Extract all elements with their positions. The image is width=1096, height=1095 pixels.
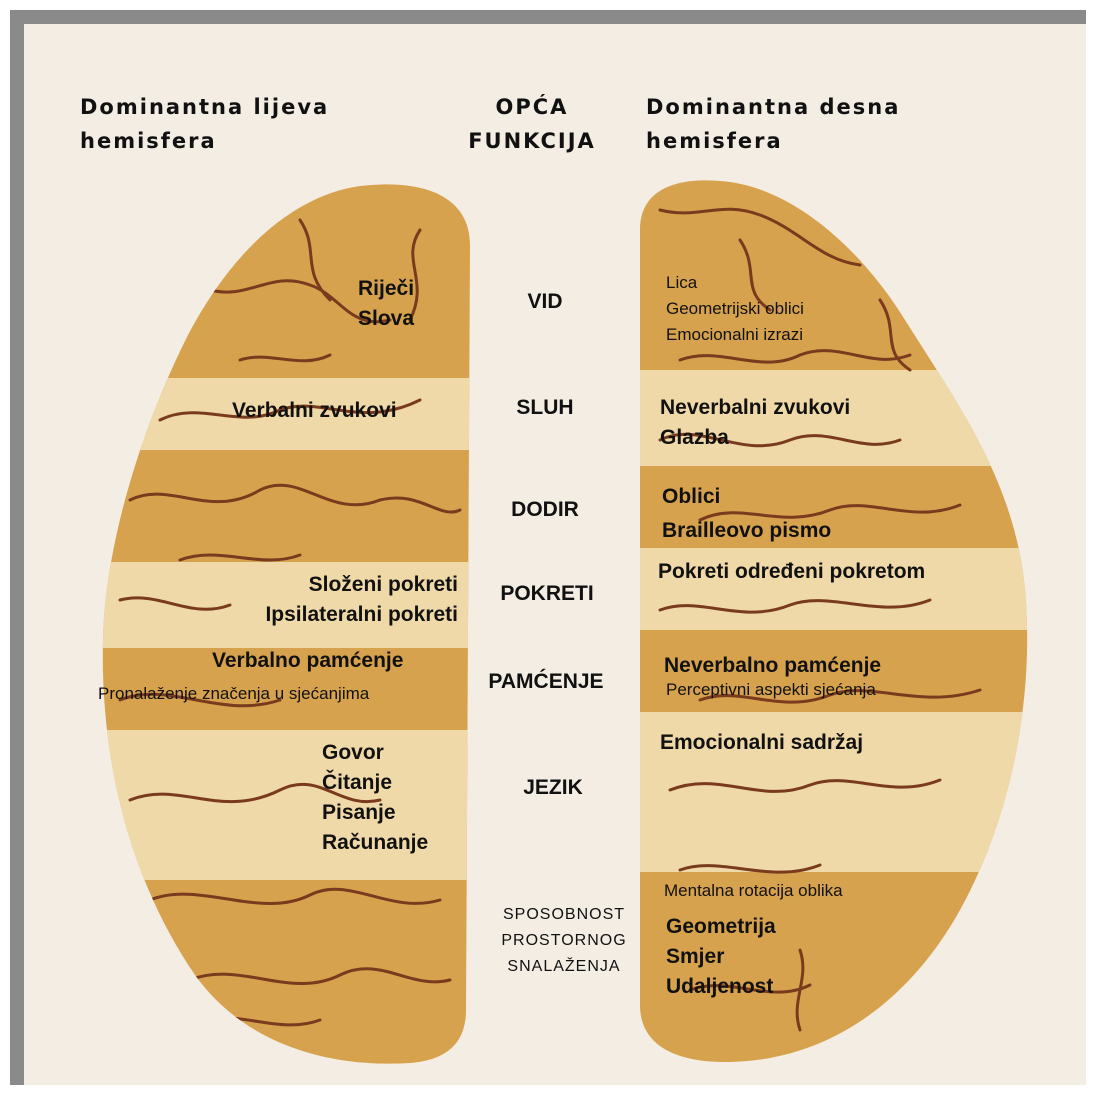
function-pokreti: POKRETI [462, 582, 632, 606]
right-header: Dominantna desna hemisfera [646, 90, 900, 158]
left-pokreti-1: Složeni pokreti [220, 570, 458, 600]
right-pokreti: Pokreti određeni pokretom [658, 557, 925, 587]
right-header-line1: Dominantna desna [646, 90, 900, 124]
function-prostor-line3: SNALAŽENJA [479, 954, 649, 980]
right-sluh: Neverbalni zvukovi Glazba [660, 393, 850, 453]
left-header-line2: hemisfera [80, 124, 329, 158]
center-header-line1: OPĆA [452, 90, 612, 124]
right-dodir-2: Brailleovo pismo [662, 514, 831, 548]
left-pamcenje-1: Verbalno pamćenje [212, 646, 403, 676]
left-pokreti: Složeni pokreti Ipsilateralni pokreti [220, 570, 458, 630]
right-prostor-rest: Geometrija Smjer Udaljenost [666, 912, 776, 1002]
left-jezik-4: Računanje [322, 828, 428, 858]
frame-shadow-top [10, 10, 1086, 24]
left-jezik: Govor Čitanje Pisanje Računanje [322, 738, 428, 858]
left-header-line1: Dominantna lijeva [80, 90, 329, 124]
right-jezik: Emocionalni sadržaj [660, 728, 863, 758]
center-header-line2: FUNKCIJA [452, 124, 612, 158]
right-sluh-2: Glazba [660, 423, 850, 453]
right-prostor-1: Mentalna rotacija oblika [664, 878, 843, 904]
left-jezik-3: Pisanje [322, 798, 428, 828]
function-prostor: SPOSOBNOST PROSTORNOG SNALAŽENJA [479, 902, 649, 980]
left-vid-1: Riječi [358, 274, 414, 304]
right-vid-2: Geometrijski oblici [666, 296, 804, 322]
function-dodir: DODIR [460, 498, 630, 522]
function-vid: VID [460, 290, 630, 314]
right-dodir-1: Oblici [662, 480, 831, 514]
frame-shadow-left [10, 10, 24, 1085]
left-vid: Riječi Slova [358, 274, 414, 334]
center-header: OPĆA FUNKCIJA [452, 90, 612, 158]
left-pamcenje-2: Pronalaženje značenja u sjećanjima [98, 681, 369, 707]
right-pamcenje-2: Perceptivni aspekti sjećanja [666, 677, 876, 703]
left-header: Dominantna lijeva hemisfera [80, 90, 329, 158]
function-pamcenje: PAMĆENJE [461, 670, 631, 694]
right-header-line2: hemisfera [646, 124, 900, 158]
right-vid-3: Emocionalni izrazi [666, 322, 804, 348]
right-dodir: Oblici Brailleovo pismo [662, 480, 831, 548]
function-sluh: SLUH [460, 396, 630, 420]
function-prostor-line2: PROSTORNOG [479, 928, 649, 954]
right-prostor-4: Udaljenost [666, 972, 776, 1002]
right-prostor-2: Geometrija [666, 912, 776, 942]
function-prostor-line1: SPOSOBNOST [479, 902, 649, 928]
right-vid-1: Lica [666, 270, 804, 296]
left-jezik-1: Govor [322, 738, 428, 768]
right-sluh-1: Neverbalni zvukovi [660, 393, 850, 423]
left-pokreti-2: Ipsilateralni pokreti [220, 600, 458, 630]
right-prostor-3: Smjer [666, 942, 776, 972]
left-sluh: Verbalni zvukovi [232, 396, 397, 426]
left-vid-2: Slova [358, 304, 414, 334]
left-jezik-2: Čitanje [322, 768, 428, 798]
function-jezik: JEZIK [468, 776, 638, 800]
right-vid: Lica Geometrijski oblici Emocionalni izr… [666, 270, 804, 348]
